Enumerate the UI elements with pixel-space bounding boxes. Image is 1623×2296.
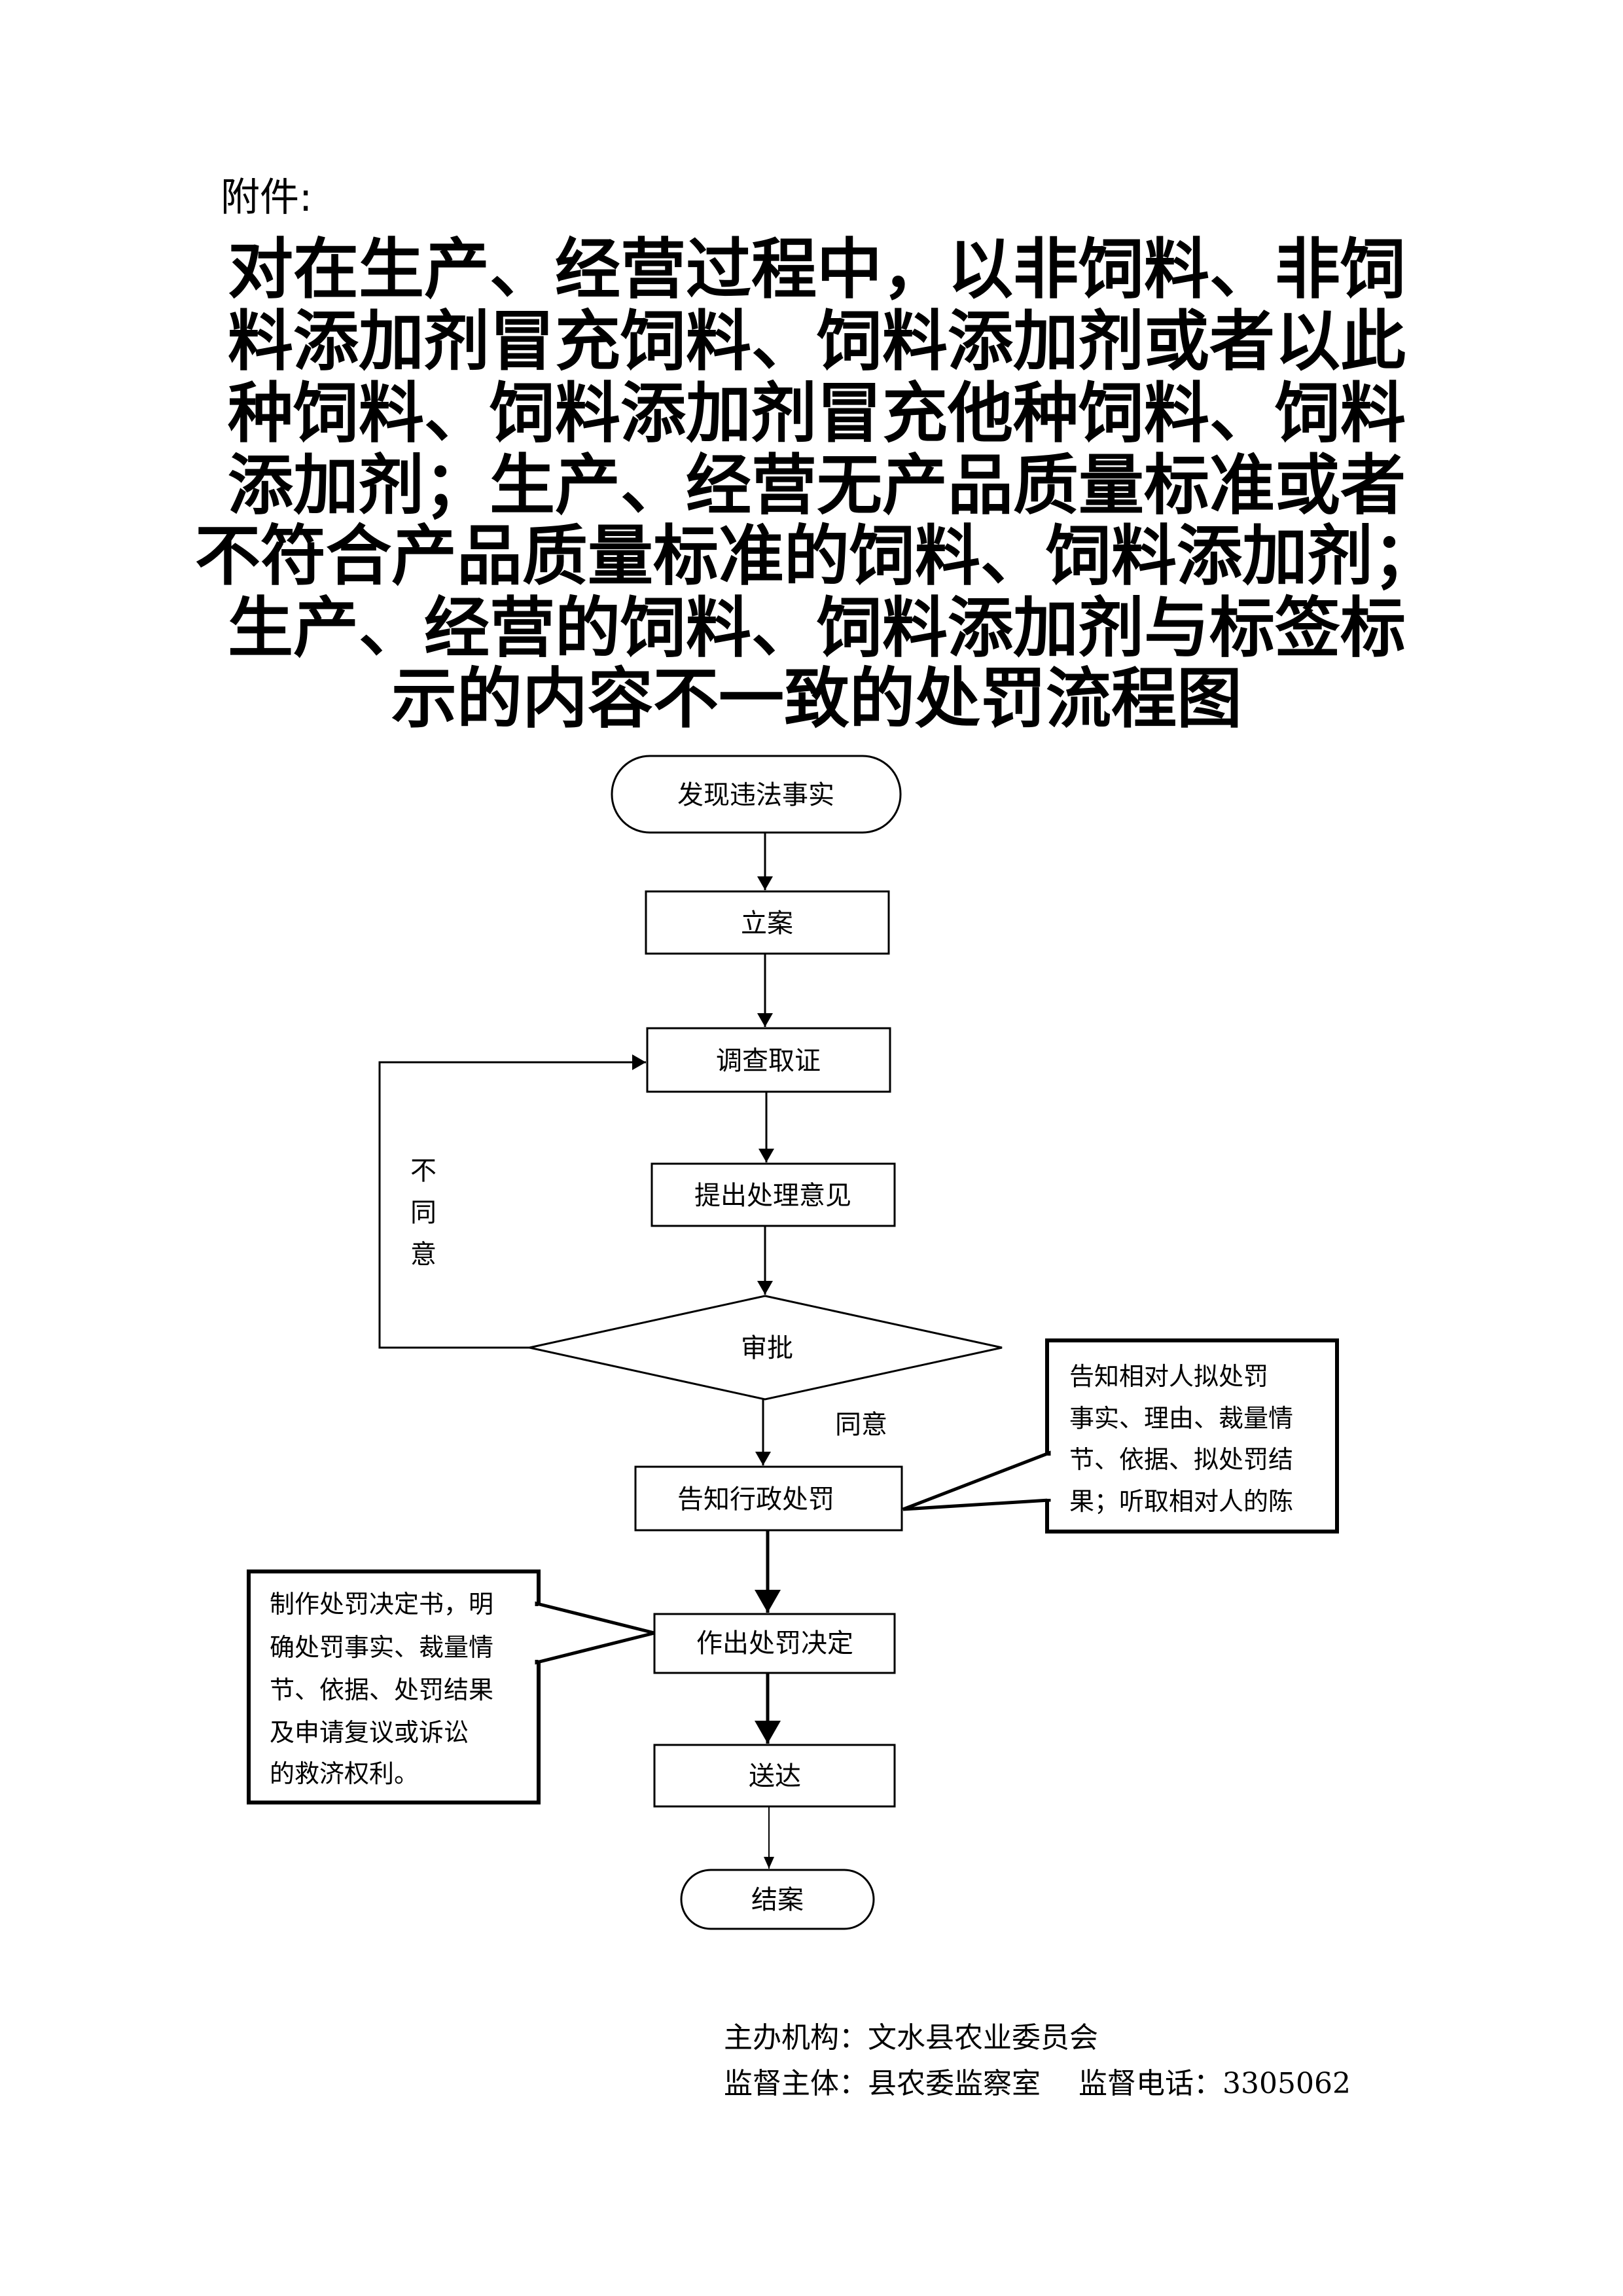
title-line: 生产、经营的饲料、饲料添加剂与标签标 xyxy=(228,590,1406,666)
connectors xyxy=(378,833,781,1869)
approve-decision: 审批 xyxy=(529,1295,1003,1401)
callout-box xyxy=(247,1570,541,1804)
decide-callout: 制作处罚决定书，明 确处罚事实、裁量情 节、依据、处罚结果 及申请复议或诉讼 的… xyxy=(247,1570,655,1804)
agree-label: 同意 xyxy=(835,1410,887,1440)
decision-diamond xyxy=(529,1295,1003,1401)
disagree-char: 同 xyxy=(410,1198,437,1228)
disagree-char: 不 xyxy=(410,1156,437,1186)
process-box xyxy=(651,1162,896,1227)
decide-node: 作出处罚决定 xyxy=(653,1613,896,1674)
deliver-label: 送达 xyxy=(749,1761,801,1791)
close-terminal: 结案 xyxy=(680,1869,875,1930)
notify-callout: 告知相对人拟处罚 事实、理由、裁量情 节、依据、拟处罚结 果；听取相对人的陈 xyxy=(902,1338,1339,1534)
title-line: 不符合产品质量标准的饲料、饲料添加剂； xyxy=(195,518,1438,594)
attachment-label: 附件: xyxy=(221,175,312,221)
title-line: 示的内容不一致的处罚流程图 xyxy=(391,660,1242,737)
deliver-node: 送达 xyxy=(653,1744,896,1808)
note-line: 果；听取相对人的陈 xyxy=(1069,1487,1293,1516)
file-case-label: 立案 xyxy=(741,908,793,939)
investigate-node: 调查取证 xyxy=(646,1027,891,1093)
note-line: 确处罚事实、裁量情 xyxy=(270,1633,493,1662)
propose-node: 提出处理意见 xyxy=(651,1162,896,1227)
notify-node: 告知行政处罚 xyxy=(634,1465,903,1532)
terminal-shape xyxy=(680,1869,875,1930)
start-label: 发现违法事实 xyxy=(677,780,834,810)
notify-label: 告知行政处罚 xyxy=(677,1484,834,1515)
note-line: 告知相对人拟处罚 xyxy=(1069,1362,1268,1391)
title-line: 添加剂；生产、经营无产品质量标准或者 xyxy=(228,447,1406,524)
disagree-loop-arrow xyxy=(378,1054,646,1349)
process-box xyxy=(634,1465,903,1532)
terminal-shape xyxy=(611,755,902,834)
close-label: 结案 xyxy=(751,1885,804,1915)
process-box xyxy=(653,1613,896,1674)
disagree-char: 意 xyxy=(410,1240,437,1270)
process-box xyxy=(646,1027,891,1093)
note-line: 制作处罚决定书，明 xyxy=(270,1590,493,1619)
file-case-node: 立案 xyxy=(645,890,890,955)
organizer-text: 主办机构：文水县农业委员会 xyxy=(724,2021,1098,2054)
supervision-text: 监督主体：县农委监察室 监督电话：3305062 xyxy=(724,2067,1351,2100)
callout-box xyxy=(1045,1338,1339,1534)
callout-pointer xyxy=(535,1601,655,1665)
process-box xyxy=(653,1744,896,1808)
document-title: 对在生产、经营过程中，以非饲料、非饲 料添加剂冒充饲料、饲料添加剂或者以此 种饲… xyxy=(195,231,1438,737)
title-line: 料添加剂冒充饲料、饲料添加剂或者以此 xyxy=(228,303,1406,380)
process-box xyxy=(645,890,890,955)
note-line: 事实、理由、裁量情 xyxy=(1069,1404,1293,1433)
note-line: 节、依据、拟处罚结 xyxy=(1069,1445,1293,1474)
decide-label: 作出处罚决定 xyxy=(696,1628,853,1659)
start-terminal: 发现违法事实 xyxy=(611,755,902,834)
investigate-label: 调查取证 xyxy=(716,1046,821,1076)
note-line: 的救济权利。 xyxy=(270,1759,419,1788)
title-line: 种饲料、饲料添加剂冒充他种饲料、饲料 xyxy=(228,375,1406,452)
disagree-label: 不 同 意 xyxy=(410,1156,437,1270)
note-line: 及申请复议或诉讼 xyxy=(270,1718,469,1747)
propose-label: 提出处理意见 xyxy=(694,1181,851,1211)
note-line: 节、依据、处罚结果 xyxy=(270,1676,493,1704)
footer: 主办机构：文水县农业委员会 监督主体：县农委监察室 监督电话：3305062 xyxy=(724,2021,1351,2100)
callout-pointer xyxy=(902,1450,1051,1511)
approve-label: 审批 xyxy=(741,1333,793,1363)
title-line: 对在生产、经营过程中，以非饲料、非饲 xyxy=(228,231,1406,308)
